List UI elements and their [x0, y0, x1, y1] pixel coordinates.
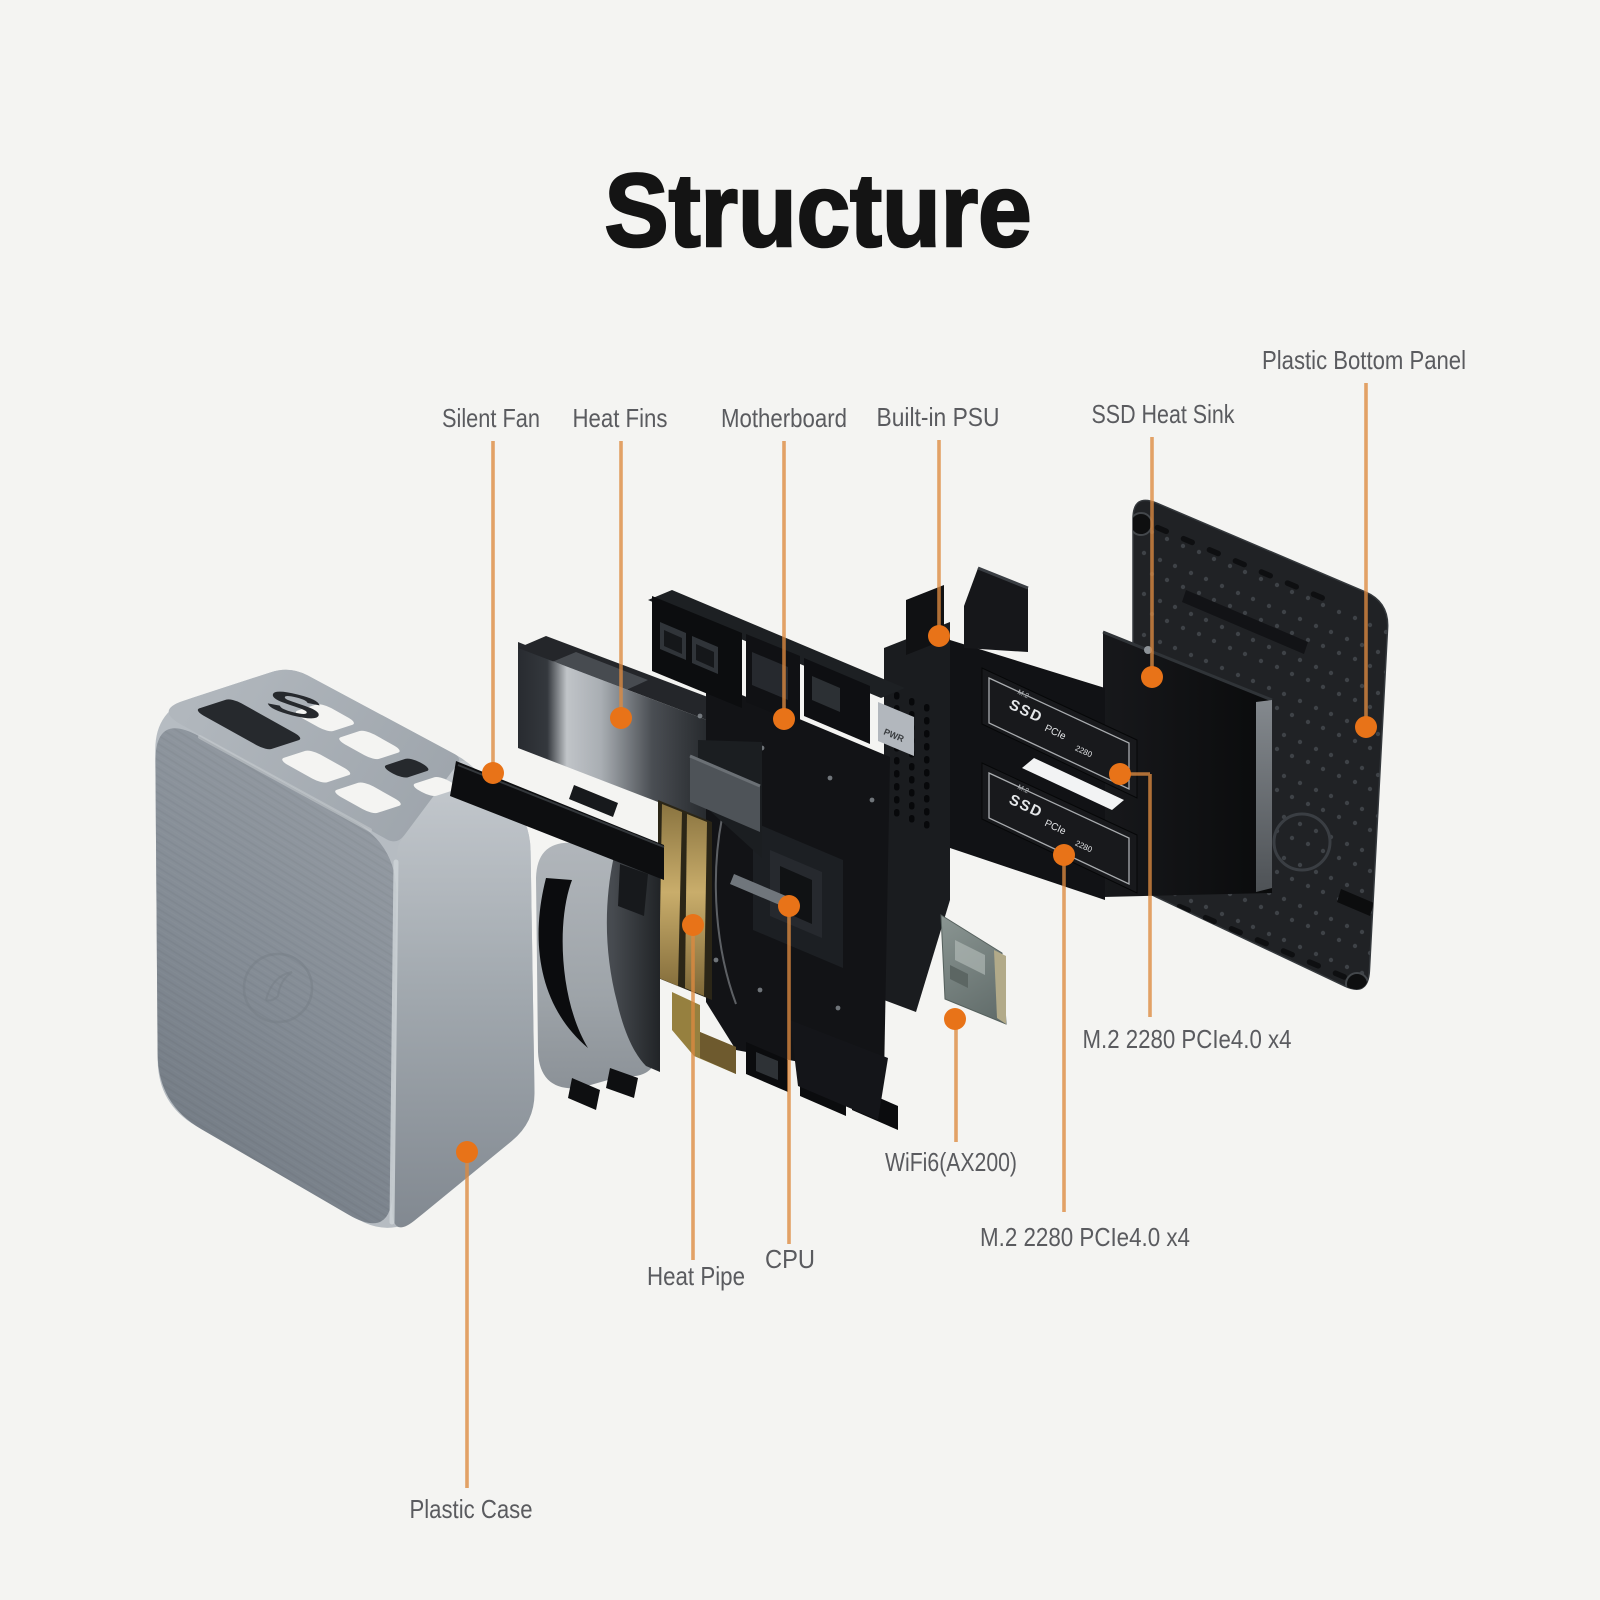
svg-text:Motherboard: Motherboard: [721, 403, 847, 433]
svg-text:Built-in PSU: Built-in PSU: [877, 402, 1000, 432]
svg-text:SSD Heat Sink: SSD Heat Sink: [1092, 399, 1236, 429]
svg-text:Heat Fins: Heat Fins: [573, 403, 668, 433]
svg-text:Heat Pipe: Heat Pipe: [647, 1261, 745, 1291]
svg-text:Plastic Case: Plastic Case: [410, 1494, 533, 1524]
svg-text:M.2: M.2: [1016, 784, 1030, 795]
svg-text:Plastic Bottom Panel: Plastic Bottom Panel: [1262, 345, 1466, 375]
svg-text:M.2 2280 PCIe4.0 x4: M.2 2280 PCIe4.0 x4: [980, 1222, 1190, 1252]
svg-text:M.2 2280 PCIe4.0 x4: M.2 2280 PCIe4.0 x4: [1083, 1024, 1292, 1054]
svg-text:WiFi6(AX200): WiFi6(AX200): [885, 1147, 1017, 1177]
svg-text:Structure: Structure: [605, 153, 1032, 269]
svg-text:Silent Fan: Silent Fan: [442, 403, 540, 433]
svg-text:M.2: M.2: [1016, 689, 1030, 700]
svg-text:CPU: CPU: [765, 1244, 815, 1274]
